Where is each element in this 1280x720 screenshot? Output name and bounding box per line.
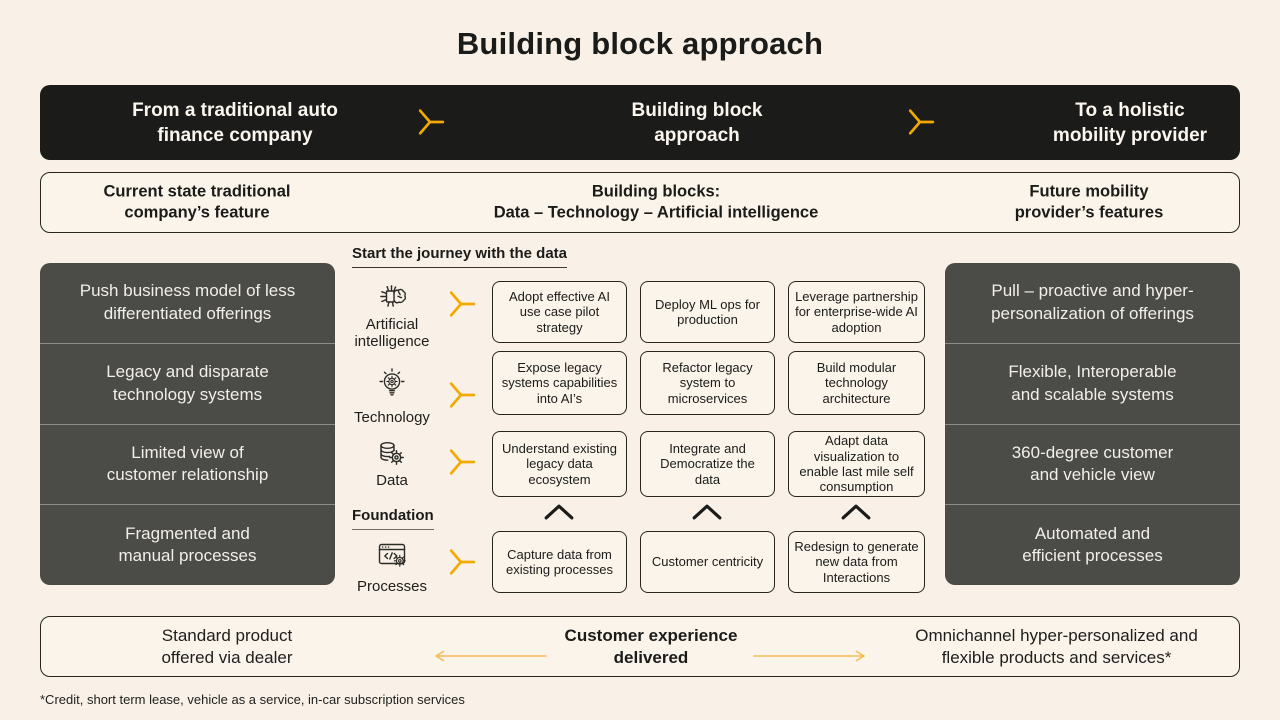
future-state-column: Pull – proactive and hyper-personalizati… xyxy=(945,263,1240,585)
bottom-right-label: Omnichannel hyper-personalized and flexi… xyxy=(915,625,1198,667)
header-center-label: Building block approach xyxy=(631,99,763,146)
building-block-cell: Deploy ML ops for production xyxy=(640,281,775,343)
foundation-heading: Foundation xyxy=(352,507,434,530)
building-block-cell: Build modular technology architecture xyxy=(788,351,925,415)
building-block-cell: Capture data from existing processes xyxy=(492,531,627,593)
transformation-header-bar: From a traditional auto finance company … xyxy=(40,85,1240,160)
journey-heading: Start the journey with the data xyxy=(352,245,568,268)
artificial-intelligence-icon xyxy=(380,285,407,307)
data-icon xyxy=(380,441,405,466)
branch-arrow-icon xyxy=(418,109,445,135)
building-block-cell: Expose legacy systems capabilities into … xyxy=(492,351,627,415)
branch-arrow-icon xyxy=(449,291,476,317)
future-state-item: Pull – proactive and hyper-personalizati… xyxy=(991,281,1194,323)
branch-arrow-icon xyxy=(449,449,476,475)
subheader-bar: Current state traditional company’s feat… xyxy=(40,172,1240,233)
building-block-cell: Refactor legacy system to microservices xyxy=(640,351,775,415)
header-from-label: From a traditional auto finance company xyxy=(132,99,338,146)
artificial-intelligence-label: Artificial intelligence xyxy=(354,316,430,351)
page-title: Building block approach xyxy=(456,26,824,61)
building-block-cell: Adapt data visualization to enable last … xyxy=(788,431,925,497)
technology-label: Technology xyxy=(354,409,430,426)
subheader-right-label: Future mobility provider’s features xyxy=(1014,182,1164,222)
building-block-cell: Leverage partnership for enterprise-wide… xyxy=(788,281,925,343)
arrow-right-icon xyxy=(753,650,865,662)
bottom-left-label: Standard product offered via dealer xyxy=(161,625,293,667)
subheader-left-label: Current state traditional company’s feat… xyxy=(103,182,291,222)
branch-arrow-icon xyxy=(449,549,476,575)
building-block-cell: Customer centricity xyxy=(640,531,775,593)
processes-icon xyxy=(378,543,406,567)
chevron-up-icon xyxy=(544,504,574,520)
processes-label: Processes xyxy=(356,578,428,595)
header-to-label: To a holistic mobility provider xyxy=(1052,99,1208,146)
footnote: *Credit, short term lease, vehicle as a … xyxy=(40,692,465,707)
building-block-cell: Redesign to generate new data from Inter… xyxy=(788,531,925,593)
chevron-up-icon xyxy=(841,504,871,520)
building-block-cell: Integrate and Democratize the data xyxy=(640,431,775,497)
building-block-cell: Understand existing legacy data ecosyste… xyxy=(492,431,627,497)
arrow-left-icon xyxy=(435,650,547,662)
branch-arrow-icon xyxy=(908,109,935,135)
data-label: Data xyxy=(376,472,408,489)
subheader-center-label: Building blocks: Data – Technology – Art… xyxy=(493,182,819,222)
bottom-bar: Standard product offered via dealer Cust… xyxy=(40,616,1240,677)
technology-icon xyxy=(379,368,405,396)
bottom-center-label: Customer experience delivered xyxy=(564,625,738,667)
chevron-up-icon xyxy=(692,504,722,520)
branch-arrow-icon xyxy=(449,382,476,408)
building-block-cell: Adopt effective AI use case pilot strate… xyxy=(492,281,627,343)
